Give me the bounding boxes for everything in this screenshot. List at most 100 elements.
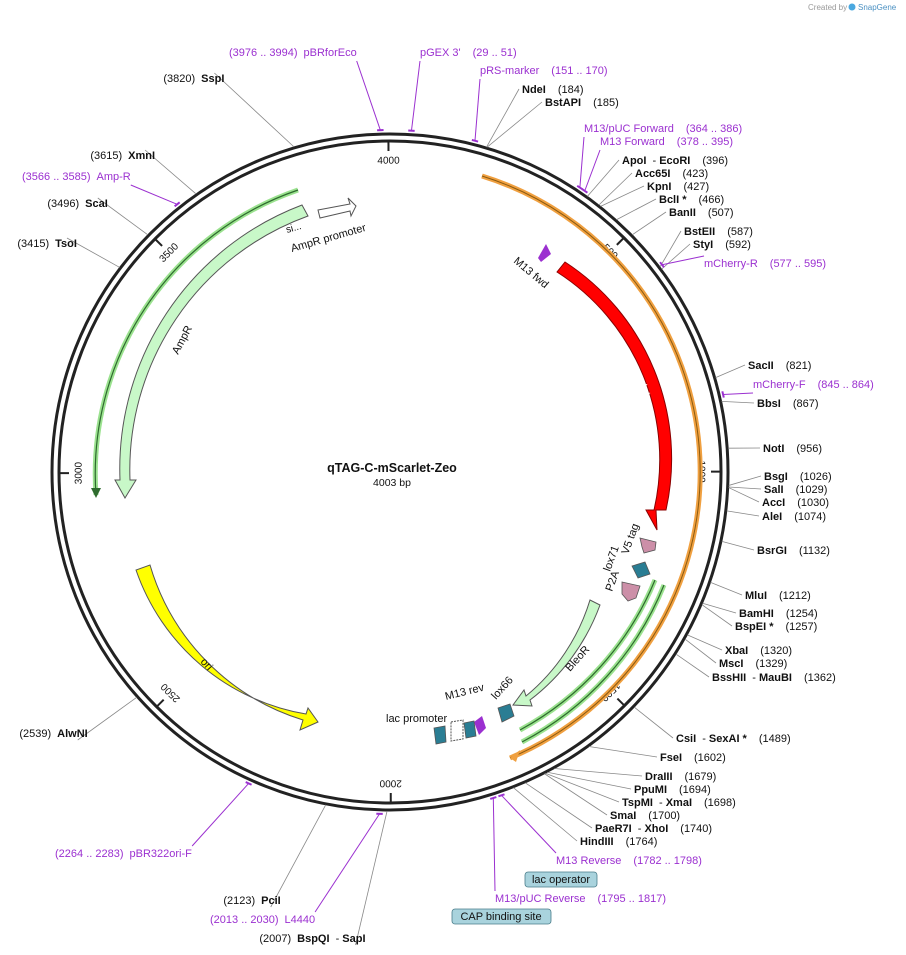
enzyme-site-bcli[interactable]: BclI *(466): [659, 194, 724, 206]
enzyme-name: XbaI: [725, 645, 748, 657]
enzyme-site-bspqi[interactable]: (2007)BspQI- SapI: [259, 933, 365, 945]
enzyme-site-draiii[interactable]: DraIII(1679): [645, 771, 716, 783]
enzyme-site-csii[interactable]: CsiI- SexAI *(1489): [676, 733, 791, 745]
primer-prs-marker[interactable]: pRS-marker(151 .. 170): [480, 65, 608, 77]
m13-rev-label: M13 rev: [444, 682, 486, 703]
ori-feature[interactable]: [135, 564, 319, 731]
enzyme-pos: (1257): [786, 621, 818, 633]
enzyme-pos: (1030): [797, 497, 829, 509]
enzyme-site-ppumi[interactable]: PpuMI(1694): [634, 784, 711, 796]
enzyme-site-msci[interactable]: MscI(1329): [719, 658, 787, 670]
enzyme-site-smai[interactable]: SmaI(1700): [610, 810, 680, 822]
lox66-label: lox66: [489, 674, 516, 702]
enzyme-name: ScaI: [85, 198, 108, 210]
bleor-feature[interactable]: [512, 599, 601, 707]
enzyme-site-paer7i[interactable]: PaeR7I- XhoI(1740): [595, 823, 712, 835]
enzyme-site-tspmi[interactable]: TspMI- XmaI(1698): [622, 797, 736, 809]
enzyme-pos: (592): [725, 239, 751, 251]
enzyme-site-sacii[interactable]: SacII(821): [748, 360, 811, 372]
enzyme-pos: (3615): [90, 150, 122, 162]
primer-name: M13 Forward: [600, 136, 665, 148]
enzyme-name: TsoI: [55, 238, 77, 250]
ampr-feature[interactable]: [114, 204, 309, 499]
svg-text:(3415)TsoI: (3415) TsoI: [17, 238, 77, 250]
enzyme-name: SmaI: [610, 810, 636, 822]
svg-text:BssHII- MauBI(1362): BssHII- MauBI(1362): [712, 672, 836, 684]
svg-text:PaeR7I- XhoI(1740): PaeR7I- XhoI(1740): [595, 823, 712, 835]
primer-m13-forward[interactable]: M13 Forward(378 .. 395): [600, 136, 733, 148]
lac-operator-feature[interactable]: [463, 720, 477, 739]
primer-range: (3566 .. 3585): [22, 171, 91, 183]
enzyme-site-ndei[interactable]: NdeI(184): [522, 84, 584, 96]
svg-text:MscI(1329): MscI(1329): [719, 658, 787, 670]
enzyme-site-scai[interactable]: (3496)ScaI: [47, 198, 107, 210]
svg-text:(3615)XmnI: (3615)XmnI: [90, 150, 155, 162]
enzyme-site-sali[interactable]: SalI(1029): [764, 484, 827, 496]
primer-l4440[interactable]: (2013 .. 2030)L4440: [210, 914, 315, 926]
primer-name: mCherry-F: [753, 379, 806, 391]
enzyme-site-bbsi[interactable]: BbsI(867): [757, 398, 819, 410]
enzyme-site-fsei[interactable]: FseI(1602): [660, 752, 726, 764]
svg-text:M13 Reverse(1782 .. 1798): M13 Reverse(1782 .. 1798): [556, 855, 702, 867]
svg-text:CsiI- SexAI *(1489): CsiI- SexAI *(1489): [676, 733, 791, 745]
primer-m13-reverse[interactable]: M13 Reverse(1782 .. 1798): [556, 855, 702, 867]
cap-site-box[interactable]: CAP binding site: [451, 908, 552, 925]
enzyme-site-bstapi[interactable]: BstAPI(185): [545, 97, 619, 109]
enzyme-pos: (1362): [804, 672, 836, 684]
ampr-promoter-feature[interactable]: [317, 197, 357, 219]
enzyme-site-bsteii[interactable]: BstEII(587): [684, 226, 753, 238]
lac-promoter-feature[interactable]: [450, 719, 464, 742]
lac-operator-box-label: lac operator: [532, 874, 590, 886]
mscarlet-feature[interactable]: [556, 261, 673, 531]
svg-text:FseI(1602): FseI(1602): [660, 752, 726, 764]
v5-tag-feature[interactable]: [639, 537, 657, 554]
enzyme-pos: (1029): [796, 484, 828, 496]
svg-text:BamHI(1254): BamHI(1254): [739, 608, 818, 620]
enzyme-name: AleI: [762, 511, 782, 523]
enzyme-site-acci[interactable]: AccI(1030): [762, 497, 829, 509]
primer-m13-puc-forward[interactable]: M13/pUC Forward(364 .. 386): [584, 123, 742, 135]
enzyme-site-bsshii[interactable]: BssHII- MauBI(1362): [712, 672, 836, 684]
enzyme-site-banii[interactable]: BanII(507): [669, 207, 734, 219]
enzyme-site-bsrgi[interactable]: BsrGI(1132): [757, 545, 830, 557]
lox71-feature[interactable]: [631, 561, 651, 579]
enzyme-site-kpni[interactable]: KpnI(427): [647, 181, 709, 193]
enzyme-site-sspi[interactable]: (3820)SspI: [163, 73, 224, 85]
cap-site-feature[interactable]: [433, 725, 447, 745]
enzyme-site-mlui[interactable]: MluI(1212): [745, 590, 811, 602]
m13-fwd-feature[interactable]: [538, 244, 551, 262]
primer-mcherry-r[interactable]: mCherry-R(577 .. 595): [704, 258, 826, 270]
primer-pgex-3-[interactable]: pGEX 3'(29 .. 51): [420, 47, 517, 59]
enzyme-site-bsgi[interactable]: BsgI(1026): [764, 471, 832, 483]
enzyme-site-hindiii[interactable]: HindIII(1764): [580, 836, 657, 848]
enzyme-site-noti[interactable]: NotI(956): [763, 443, 822, 455]
enzyme-name: CsiI: [676, 733, 696, 745]
primer-pbrforeco[interactable]: (3976 .. 3994)pBRforEco: [229, 47, 357, 59]
enzyme-site-pcii[interactable]: (2123)PciI: [223, 895, 280, 907]
enzyme-site-alwni[interactable]: (2539)AlwNI: [19, 728, 87, 740]
svg-text:ApoI- EcoRI(396): ApoI- EcoRI(396): [622, 155, 728, 167]
m13-rev-feature[interactable]: [474, 716, 486, 735]
enzyme-site-tsoi[interactable]: (3415) TsoI: [17, 238, 77, 250]
enzyme-site-acc65i[interactable]: Acc65I(423): [635, 168, 708, 180]
primer-range: (151 .. 170): [551, 65, 607, 77]
primer-amp-r[interactable]: (3566 .. 3585)Amp-R: [22, 171, 131, 183]
enzyme-site-bamhi[interactable]: BamHI(1254): [739, 608, 818, 620]
enzyme-site-xbai[interactable]: XbaI(1320): [725, 645, 792, 657]
primer-pbr322ori-f[interactable]: (2264 .. 2283)pBR322ori-F: [55, 848, 192, 860]
enzyme-site-bspei[interactable]: BspEI *(1257): [735, 621, 817, 633]
enzyme-site-styi[interactable]: StyI(592): [693, 239, 751, 251]
primer-mcherry-f[interactable]: mCherry-F(845 .. 864): [753, 379, 874, 391]
plasmid-name: qTAG-C-mScarlet-Zeo: [327, 461, 457, 475]
enzyme-pos: (3820): [163, 73, 195, 85]
enzyme-site-apoi[interactable]: ApoI- EcoRI(396): [622, 155, 728, 167]
enzyme-site-xmni[interactable]: (3615)XmnI: [90, 150, 155, 162]
enzyme-site-alei[interactable]: AleI(1074): [762, 511, 826, 523]
enzyme-pos: (3415): [17, 238, 49, 250]
primer-m13-puc-reverse[interactable]: M13/pUC Reverse(1795 .. 1817): [495, 893, 666, 905]
primer-name: M13/pUC Reverse: [495, 893, 585, 905]
lac-promoter-label: lac promoter: [386, 713, 447, 725]
lac-operator-box[interactable]: lac operator: [524, 871, 598, 888]
lox66-feature[interactable]: [497, 703, 515, 723]
p2a-feature[interactable]: [621, 581, 641, 602]
